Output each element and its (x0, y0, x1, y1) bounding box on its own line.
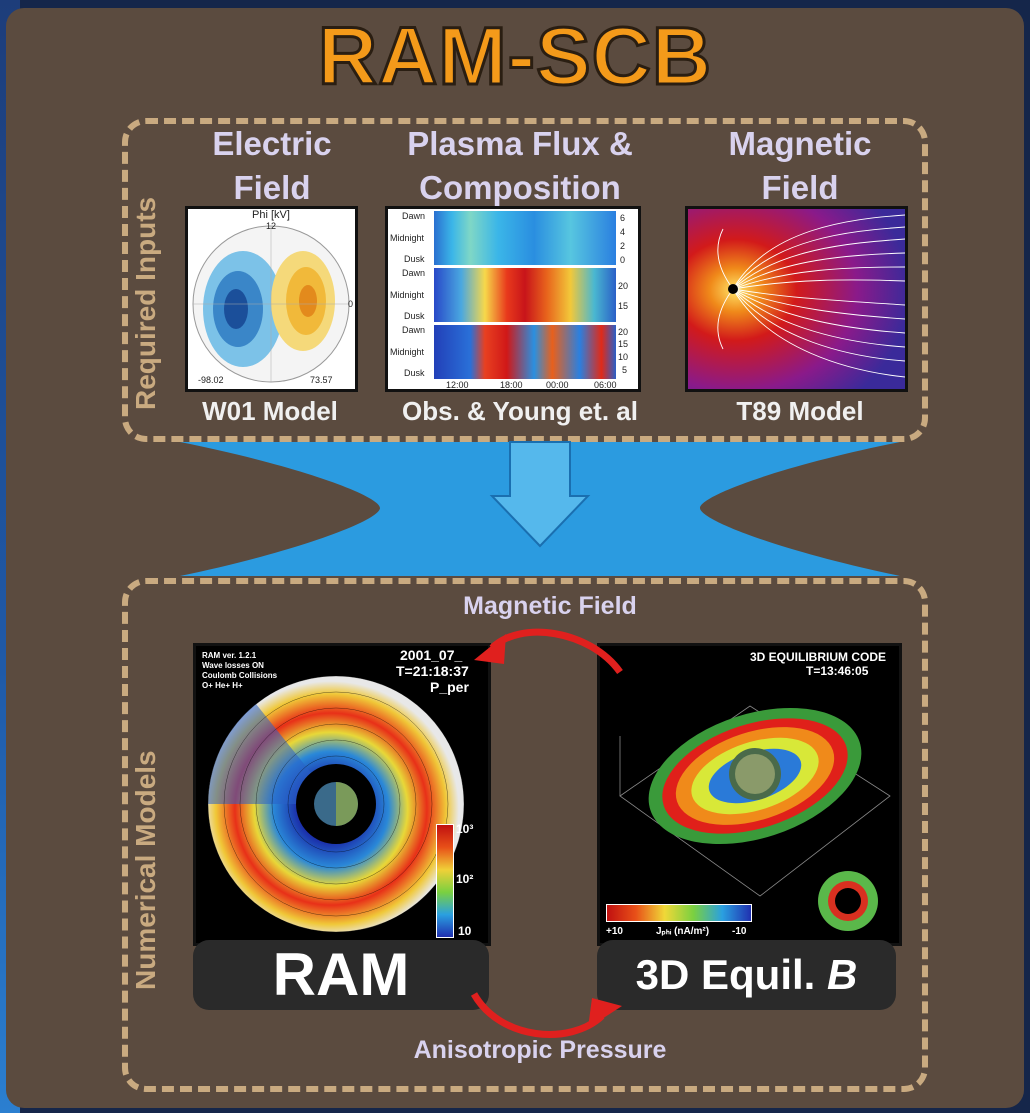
ram-cbar-top: 10³ (456, 822, 474, 836)
ram-colorbar (436, 824, 454, 938)
bar-tick-10: 5 (622, 365, 628, 375)
inputs-section-label: Required Inputs (130, 196, 161, 410)
row-label-4: Dawn (402, 268, 426, 278)
ram-info-2: Wave losses ON (202, 661, 264, 670)
models-section-label: Numerical Models (130, 750, 161, 990)
row-label-3: Dusk (404, 254, 425, 264)
density-panel (434, 211, 616, 265)
bar-tick-8: 15 (618, 339, 629, 349)
equil-cbar-right: -10 (732, 926, 747, 937)
equil-cbar-mid: Jₚₕᵢ (nA/m²) (656, 926, 710, 937)
row-label-8: Midnight (390, 347, 425, 357)
inputs-box (122, 118, 928, 442)
magnetic-footer: T89 Model (736, 396, 864, 426)
bar-tick-3: 2 (620, 241, 626, 251)
equil-label-b: B (827, 951, 858, 998)
page-title: RAM-SCB (316, 10, 713, 104)
bar-tick-4: 0 (620, 255, 626, 265)
x-tick-1: 12:00 (446, 380, 469, 390)
anisotropic-pressure-arrow-label: Anisotropic Pressure (413, 1036, 667, 1064)
ram-cbar-bottom: 10 (458, 924, 472, 938)
models-box (122, 578, 928, 1092)
ram-cbar-mid: 10² (456, 872, 474, 886)
ram-label: RAM (193, 940, 489, 1010)
ram-info-3: Coulomb Collisions (202, 671, 278, 680)
electric-top-tick: 12 (266, 221, 277, 231)
electric-min-label: -98.02 (198, 375, 224, 385)
cycle-arrow-bottom (470, 992, 622, 1038)
row-label-5: Midnight (390, 290, 425, 300)
electric-footer: W01 Model (202, 396, 338, 426)
electric-field-plot: Phi [kV] 12 0 -98.02 73.57 (185, 206, 358, 392)
electric-right-tick: 0 (348, 299, 354, 309)
equil-cbar-left: +10 (606, 926, 623, 937)
row-label-6: Dusk (404, 311, 425, 321)
equil-colorbar (606, 904, 752, 922)
magnetic-field-arrow-label: Magnetic Field (463, 592, 637, 620)
equil-label: 3D Equil. B (597, 940, 896, 1010)
ram-info-1: RAM ver. 1.2.1 (202, 651, 257, 660)
bar-tick-1: 6 (620, 213, 626, 223)
electric-plot-title: Phi [kV] (252, 209, 290, 221)
bar-tick-7: 20 (618, 327, 629, 337)
row-label-7: Dawn (402, 325, 426, 335)
equil-label-text: 3D Equil. (635, 951, 827, 998)
plasma-footer: Obs. & Young et. al (402, 396, 638, 426)
ram-variable: P_per (430, 679, 469, 695)
x-tick-4: 06:00 (594, 380, 617, 390)
ram-plot: 10³ 10² 10 RAM ver. 1.2.1 Wave losses ON… (193, 643, 491, 946)
row-label-2: Midnight (390, 233, 425, 243)
equilibrium-plot: +10 Jₚₕᵢ (nA/m²) -10 3D EQUILIBRIUM CODE… (597, 643, 902, 946)
oxygen-panel (434, 268, 616, 322)
row-label-1: Dawn (402, 211, 426, 221)
electric-max-label: 73.57 (310, 375, 333, 385)
cycle-arrow-top (474, 628, 623, 675)
bar-tick-9: 10 (618, 352, 629, 362)
funnel-arrow (180, 441, 900, 576)
equil-header: 3D EQUILIBRIUM CODE (750, 650, 887, 664)
x-tick-2: 18:00 (500, 380, 523, 390)
bar-tick-6: 15 (618, 301, 629, 311)
plasma-flux-plot: Dawn Midnight Dusk Dawn Midnight Dusk Da… (385, 206, 641, 392)
temperature-panel (434, 325, 616, 379)
ram-info-4: O+ He+ H+ (202, 681, 243, 690)
plasma-heading: Plasma Flux &Composition (407, 125, 633, 206)
magnetic-field-plot (685, 206, 908, 392)
ram-time: T=21:18:37 (396, 663, 469, 679)
row-label-9: Dusk (404, 368, 425, 378)
bar-tick-5: 20 (618, 281, 629, 291)
ram-date: 2001_07_ (400, 647, 463, 663)
x-tick-3: 00:00 (546, 380, 569, 390)
equil-time: T=13:46:05 (806, 664, 869, 678)
bar-tick-2: 4 (620, 227, 626, 237)
